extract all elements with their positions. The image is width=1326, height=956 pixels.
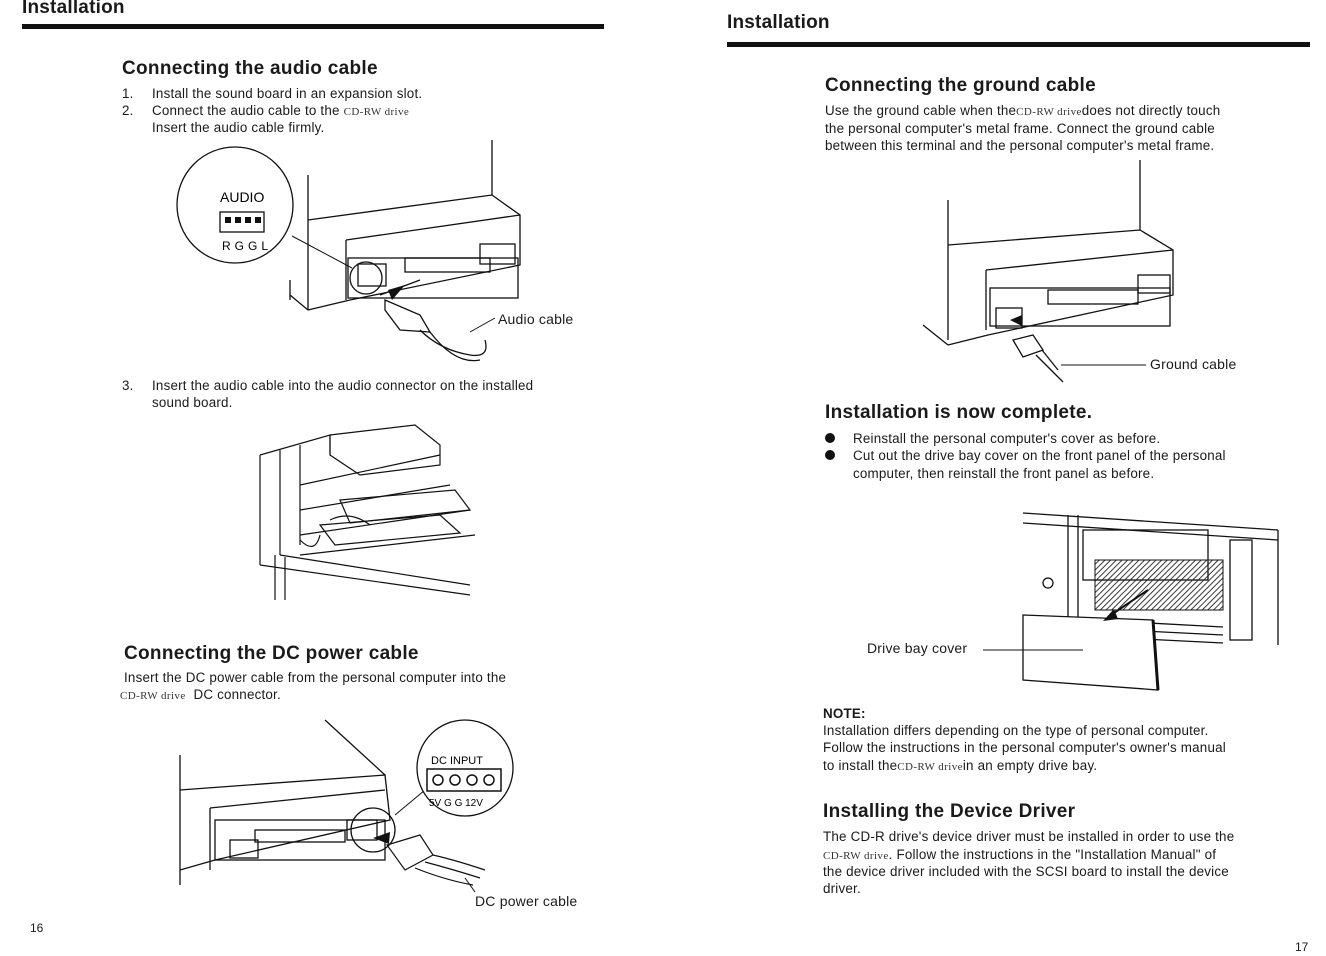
note-label: NOTE: <box>823 706 866 721</box>
right-page: Installation Connecting the ground cable… <box>663 0 1326 956</box>
bullet-1: Reinstall the personal computer's cover … <box>825 430 1160 447</box>
note-line-3: to install theCD-RW drivein an empty dri… <box>823 758 1098 773</box>
dc-text-1: Insert the DC power cable from the perso… <box>124 670 507 685</box>
step-2: 2.Connect the audio cable to the CD-RW d… <box>122 103 410 118</box>
driver-line-1: The CD-R drive's device driver must be i… <box>823 829 1235 844</box>
step-1: 1.Install the sound board in an expansio… <box>122 86 423 101</box>
dc-pin-labels: 5V G G 12V <box>429 798 483 809</box>
audio-cable-callout: Audio cable <box>498 311 574 327</box>
driver-line-2: CD-RW drive. Follow the instructions in … <box>823 847 1217 862</box>
dc-power-callout: DC power cable <box>475 893 578 909</box>
page-header: Installation <box>22 0 125 18</box>
sound-board-illustration <box>259 424 476 600</box>
section-title-driver: Installing the Device Driver <box>823 801 1076 822</box>
note-line-2: Follow the instructions in the personal … <box>823 740 1226 755</box>
driver-line-4: driver. <box>823 881 861 896</box>
page-header: Installation <box>727 12 830 33</box>
section-title-dc: Connecting the DC power cable <box>124 643 419 664</box>
audio-connector-label: AUDIO <box>220 189 264 205</box>
page-number: 17 <box>1295 940 1309 954</box>
dc-text-2: CD-RW drive DC connector. <box>120 687 281 702</box>
section-title-audio: Connecting the audio cable <box>122 58 378 79</box>
ground-cable-callout: Ground cable <box>1150 356 1237 372</box>
audio-pin-labels: RGGL <box>222 239 272 253</box>
ground-text-1: Use the ground cable when theCD-RW drive… <box>825 103 1221 118</box>
ground-callout-leader <box>1061 364 1146 366</box>
header-rule <box>727 42 1310 47</box>
dc-connector-label: DC INPUT <box>431 755 483 767</box>
dc-power-illustration: DC INPUT 5V G G 12V <box>179 719 514 893</box>
drive-bay-callout: Drive bay cover <box>867 640 968 656</box>
ground-text-3: between this terminal and the personal c… <box>825 138 1215 153</box>
driver-line-3: the device driver included with the SCSI… <box>823 864 1229 879</box>
header-rule <box>22 24 604 29</box>
left-page: Installation Connecting the audio cable … <box>22 0 604 935</box>
ground-cable-illustration <box>922 160 1174 383</box>
drive-bay-illustration <box>983 512 1279 691</box>
section-title-complete: Installation is now complete. <box>825 402 1093 423</box>
step-2-cont: Insert the audio cable firmly. <box>152 120 325 135</box>
ground-text-2: the personal computer's metal frame. Con… <box>825 121 1215 136</box>
page-number: 16 <box>30 921 44 935</box>
note-line-1: Installation differs depending on the ty… <box>823 723 1209 738</box>
section-title-ground: Connecting the ground cable <box>825 75 1096 96</box>
bullet-2-cont: computer, then reinstall the front panel… <box>853 466 1155 481</box>
step-3: 3.Insert the audio cable into the audio … <box>122 378 534 393</box>
bullet-2: Cut out the drive bay cover on the front… <box>825 447 1226 464</box>
step-3-cont: sound board. <box>152 395 233 410</box>
audio-cable-illustration: AUDIO RGGL <box>176 140 521 362</box>
